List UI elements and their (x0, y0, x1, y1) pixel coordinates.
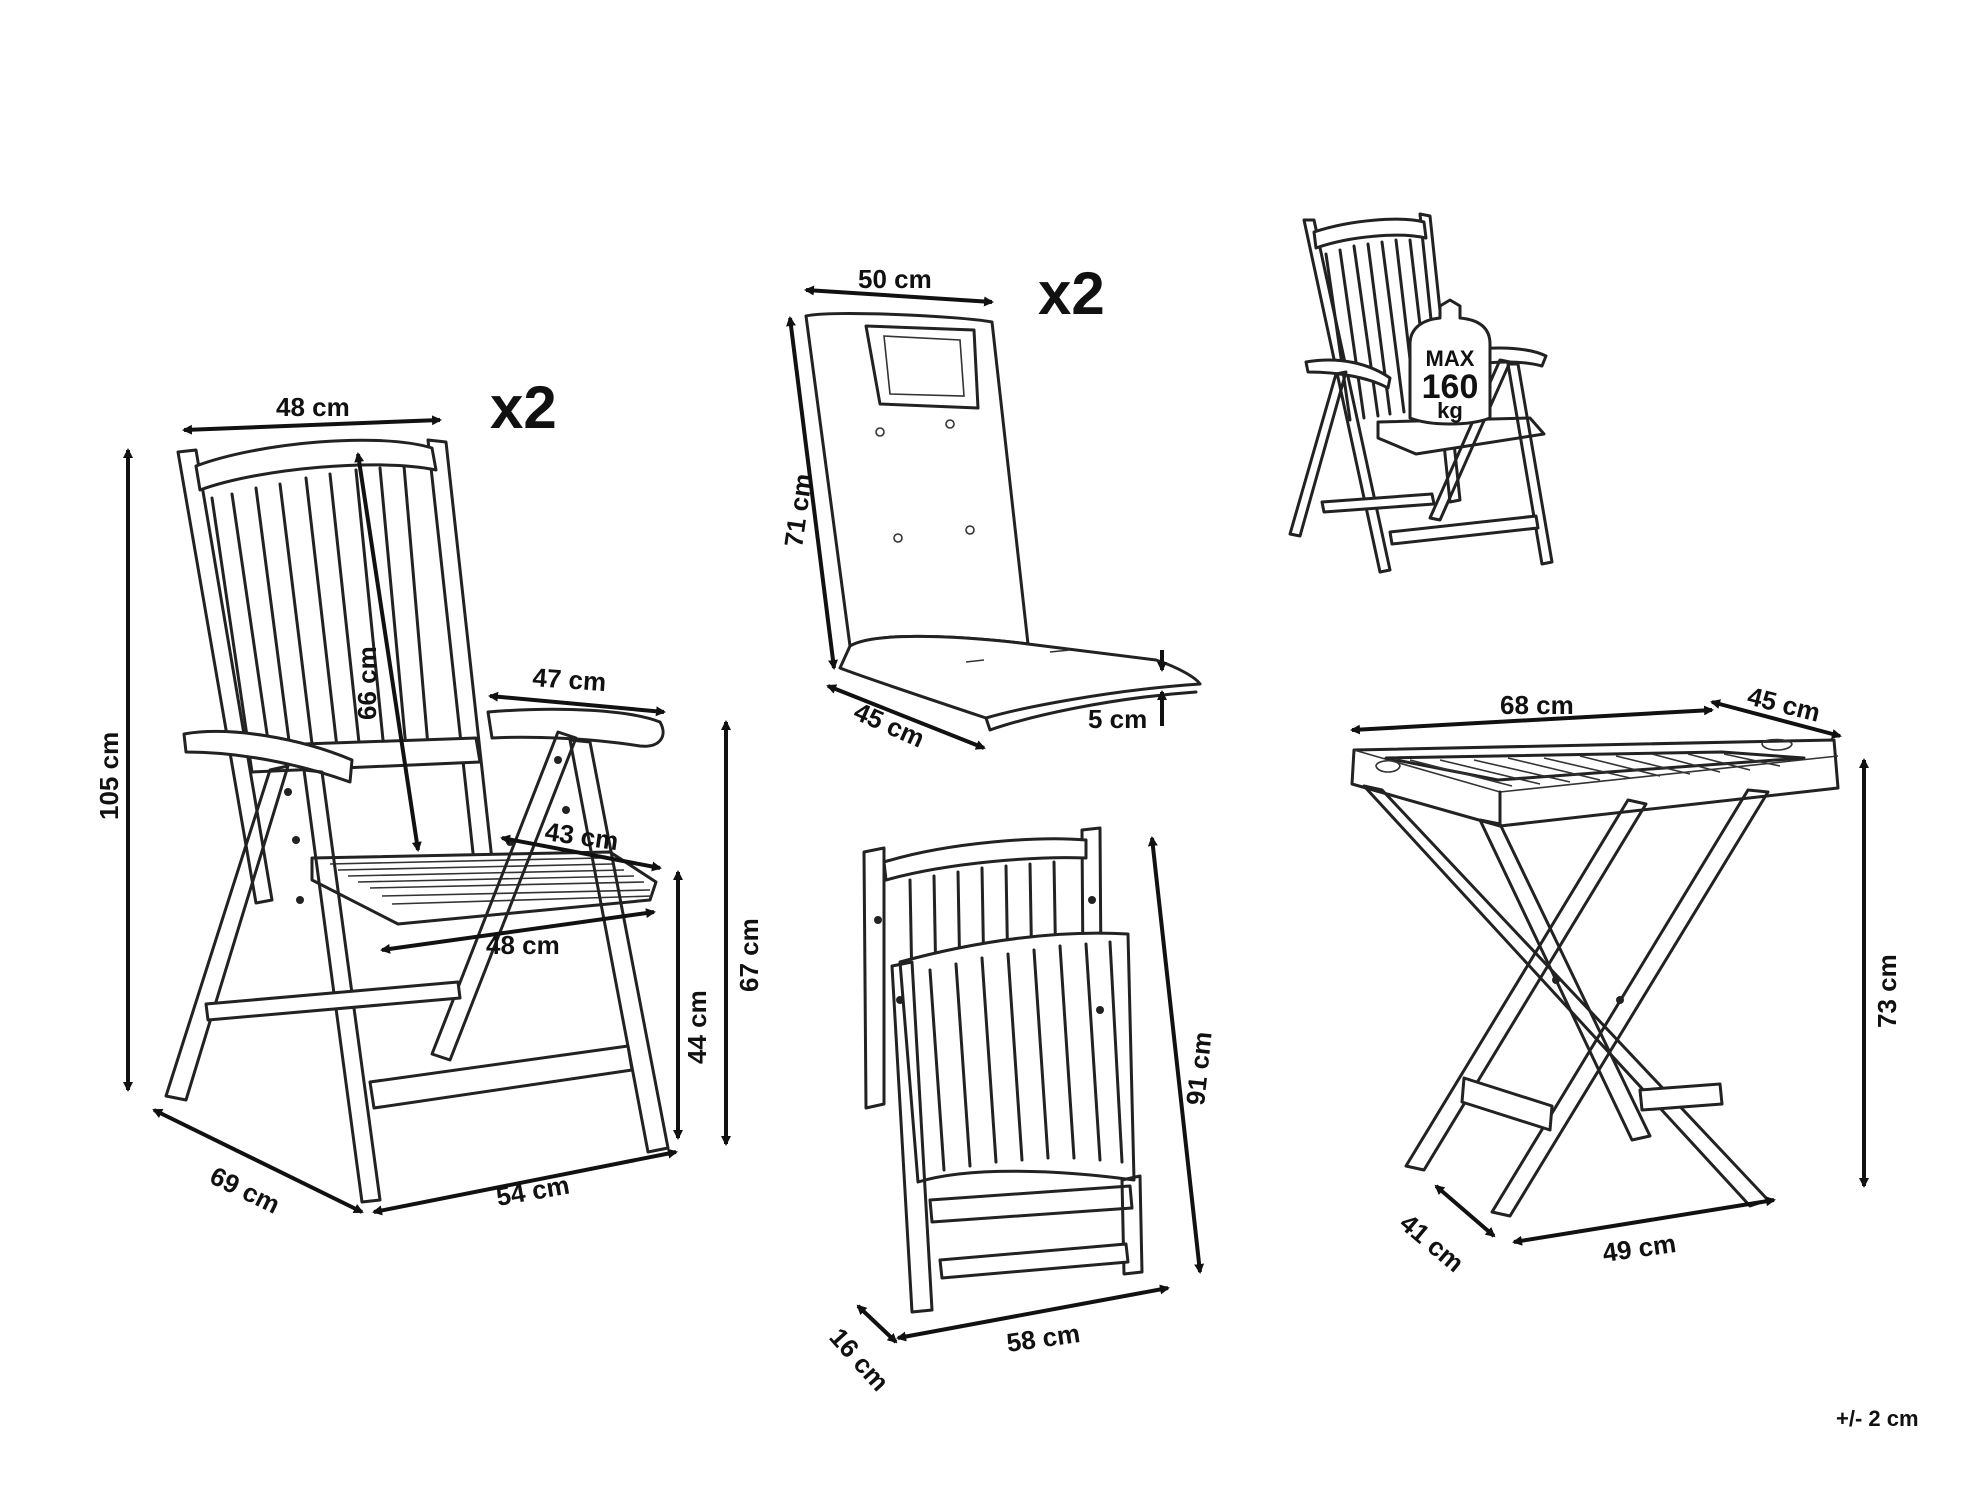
tray-table-drawing (1350, 738, 1840, 1218)
cushion-height-label: 71 cm (778, 472, 818, 549)
folded-chair-width-label: 58 cm (1005, 1318, 1082, 1358)
folded-chair-dimension-arrows (856, 836, 1205, 1344)
cushion-drawing (804, 312, 1202, 732)
cushion-dimension-arrows (786, 285, 1167, 750)
chair-quantity-label: x2 (490, 374, 557, 441)
max-load-unit: kg (1437, 398, 1463, 423)
chair-width-label: 54 cm (494, 1170, 572, 1212)
tray-table-height-label: 73 cm (1872, 954, 1902, 1028)
chair-arm-length-label: 47 cm (532, 662, 608, 697)
cushion-thickness-label: 5 cm (1088, 704, 1147, 734)
tray-table-base-depth-label: 41 cm (1394, 1208, 1470, 1278)
chair-seat-width-label: 48 cm (486, 930, 560, 960)
max-load-chair-drawing (1288, 212, 1554, 574)
chair-seat-depth-label: 43 cm (543, 816, 620, 856)
folded-chair-height-label: 91 cm (1180, 1030, 1218, 1106)
chair-dimension-arrows (123, 415, 731, 1216)
folded-chair-drawing (862, 826, 1144, 1314)
cushion-seat-depth-label: 45 cm (850, 696, 930, 753)
chair-back-height-label: 66 cm (352, 646, 382, 720)
reclining-chair-drawing (164, 438, 670, 1204)
cushion-width-label: 50 cm (858, 264, 932, 294)
tray-table-base-width-label: 49 cm (1601, 1228, 1678, 1268)
tray-table-width-label: 68 cm (1500, 690, 1574, 720)
max-load-value: 160 (1422, 368, 1479, 406)
chair-total-height-label: 105 cm (94, 732, 124, 820)
tolerance-note: +/- 2 cm (1836, 1406, 1919, 1431)
max-load-line1: MAX (1426, 346, 1475, 371)
chair-seat-height-label: 44 cm (682, 990, 712, 1064)
tray-table-dimension-arrows (1350, 699, 1869, 1246)
cushion-quantity-label: x2 (1038, 260, 1105, 327)
chair-arm-height-label: 67 cm (734, 918, 764, 992)
chair-top-width-label: 48 cm (276, 392, 350, 422)
